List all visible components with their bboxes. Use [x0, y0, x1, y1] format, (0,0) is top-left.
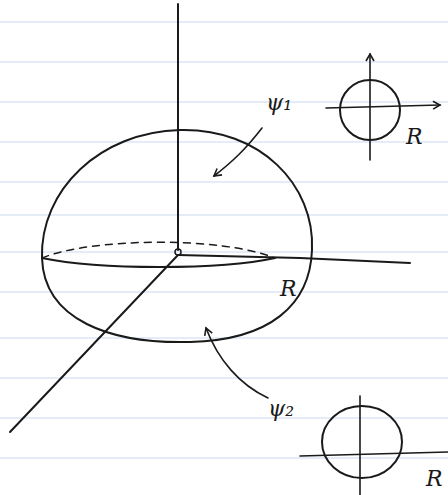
- radius-label: R: [280, 278, 297, 300]
- ruled-lines: [0, 22, 448, 458]
- wavefunction-label: ψ₂: [268, 398, 294, 420]
- small-axis: [359, 396, 361, 495]
- y-axis: [178, 255, 410, 263]
- small-axis: [326, 105, 440, 108]
- z-axis: [177, 4, 179, 250]
- equator-back: [42, 242, 275, 258]
- radius-label: R: [406, 126, 423, 148]
- sphere-outline: [42, 130, 312, 342]
- psi1-leader: [214, 128, 262, 176]
- wavefunction-label: ψ₁: [266, 92, 292, 114]
- origin-dot: [175, 249, 181, 255]
- radius-label: R: [426, 468, 443, 490]
- psi2-leader: [206, 328, 268, 398]
- small-axis: [300, 452, 448, 456]
- equator-front: [42, 258, 275, 267]
- small-circle: [322, 406, 402, 478]
- x-axis: [10, 255, 178, 432]
